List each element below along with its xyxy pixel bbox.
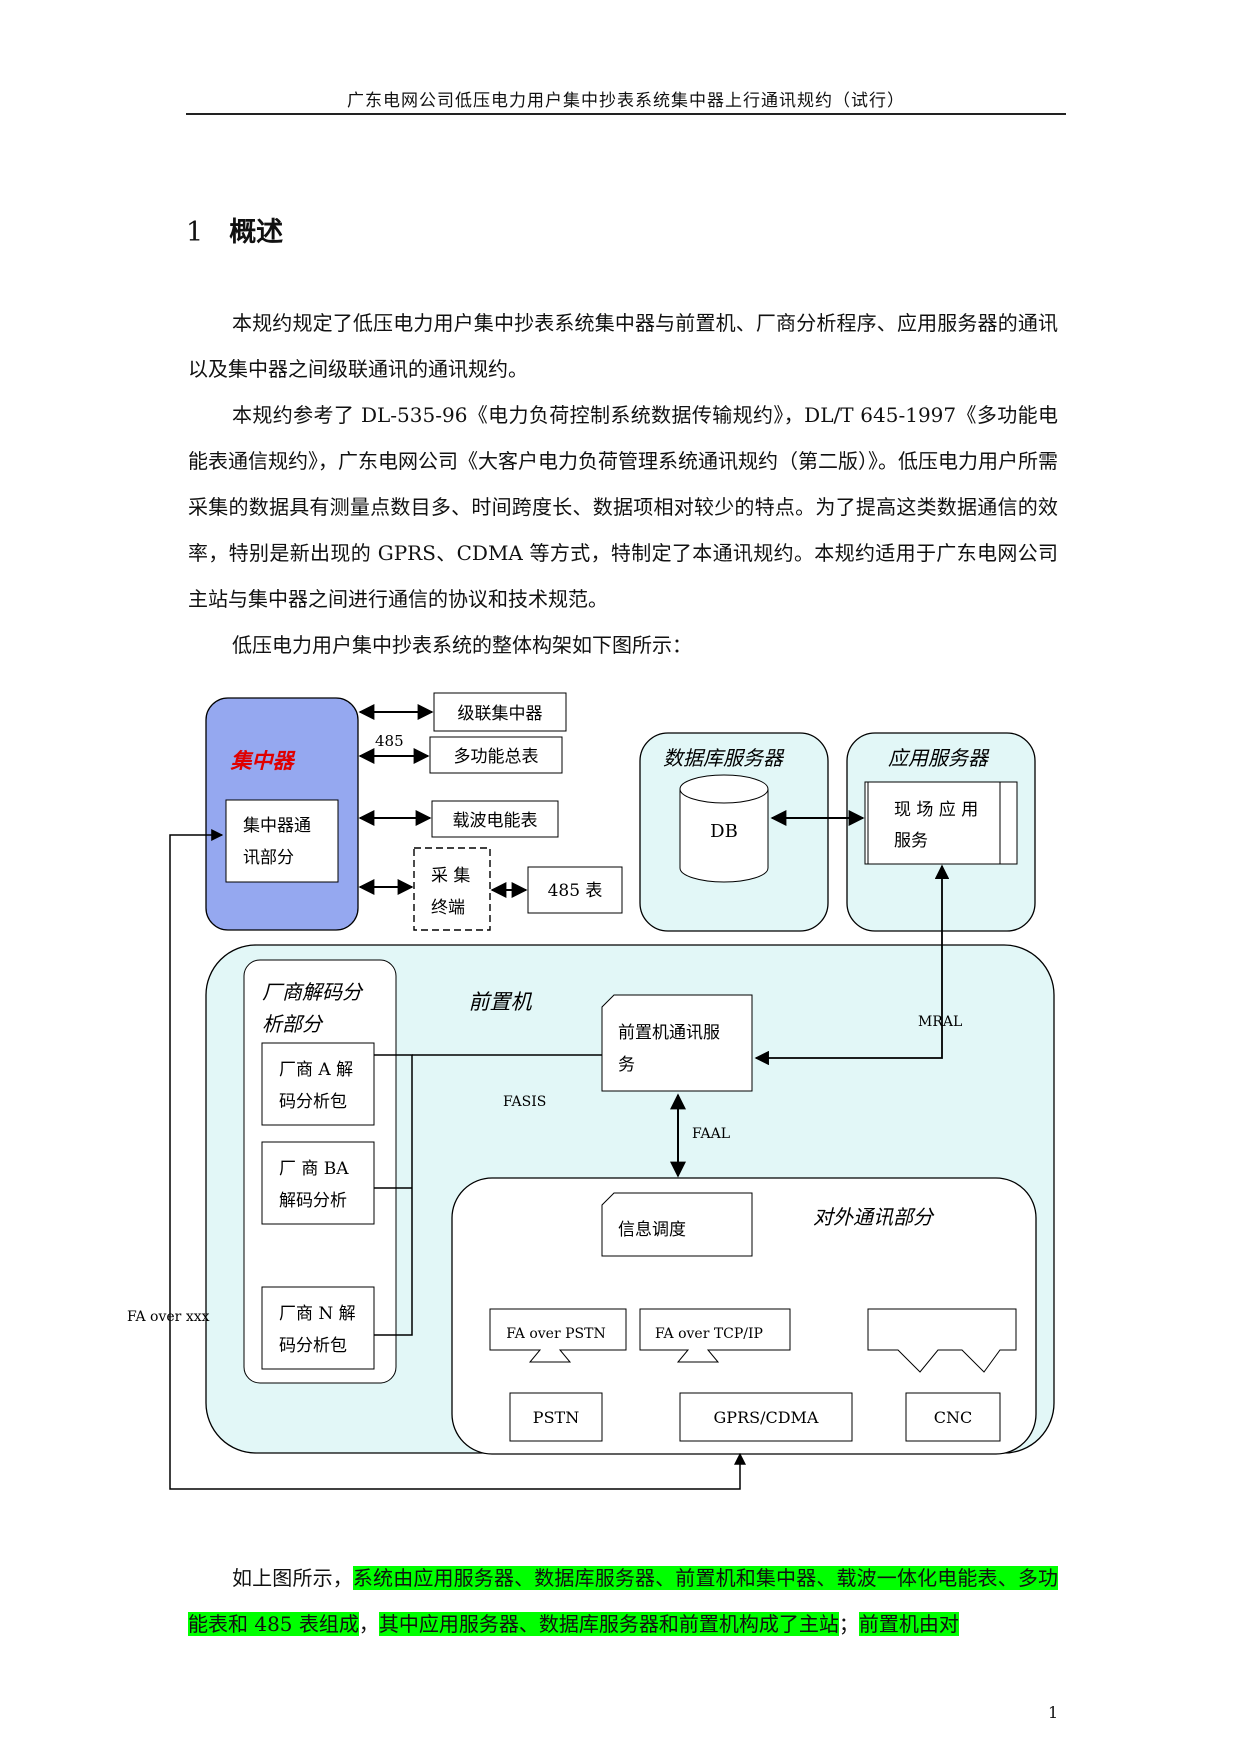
scheduling-label: 信息调度: [618, 1220, 686, 1240]
cascade-concentrator-label: 级联集中器: [458, 704, 543, 724]
paragraph-1: 本规约规定了低压电力用户集中抄表系统集中器与前置机、厂商分析程序、应用服务器的通…: [188, 311, 1058, 381]
db-label: DB: [710, 821, 738, 842]
vendor-ba-box: [261, 1141, 375, 1225]
arrow-fa-over-xxx: [169, 829, 746, 1490]
p4-prefix: 如上图所示，: [232, 1566, 353, 1590]
fe-comm-label-2: 务: [618, 1055, 635, 1075]
concentrator-comm-label-1: 集中器通: [243, 816, 311, 836]
frontend-label: 前置机: [469, 990, 533, 1014]
db-server-label: 数据库服务器: [663, 746, 785, 770]
p4-highlight-2: 其中应用服务器、数据库服务器和前置机构成了主站: [378, 1612, 839, 1636]
cascade-concentrator-box: [433, 692, 567, 732]
multifunction-meter-label: 多功能总表: [454, 747, 539, 767]
cnc-box: [905, 1392, 1001, 1442]
header-rule: [186, 113, 1066, 115]
page-number: 1: [1048, 1703, 1059, 1722]
body-text: 本规约规定了低压电力用户集中抄表系统集中器与前置机、厂商分析程序、应用服务器的通…: [188, 300, 1058, 668]
field-service-label-2: 服务: [894, 831, 928, 851]
meter-485-label: 485 表: [548, 881, 603, 901]
multifunction-meter-box: [429, 736, 563, 774]
cnc-protocol-box: [867, 1308, 1017, 1373]
vendor-a-label-1: 厂商 A 解: [279, 1060, 353, 1080]
fe-comm-box: [601, 994, 753, 1092]
section-heading: 1 概述: [186, 210, 283, 249]
vendor-ba-label-2: 解码分析: [279, 1191, 347, 1211]
field-service-box: [864, 781, 1018, 865]
collector-label-1: 采 集: [431, 866, 470, 886]
fasis-label: FASIS: [503, 1094, 546, 1110]
concentrator-comm-box: [225, 799, 339, 883]
fa-over-xxx-label: FA over xxx: [127, 1309, 210, 1325]
gprs-cdma-label: GPRS/CDMA: [714, 1408, 819, 1427]
arrow-mral: [754, 864, 950, 1066]
section-number: 1: [186, 217, 204, 248]
vendor-decode-label-2: 析部分: [262, 1012, 324, 1036]
concentrator-label: 集中器: [230, 748, 297, 773]
paragraph-3: 低压电力用户集中抄表系统的整体构架如下图所示：: [232, 633, 692, 657]
cnc-label: CNC: [934, 1408, 972, 1427]
vendor-n-label-2: 码分析包: [279, 1336, 347, 1356]
field-service-label-1: 现 场 应 用: [894, 800, 978, 820]
paragraph-4: 如上图所示，系统由应用服务器、数据库服务器、前置机和集中器、载波一体化电能表、多…: [188, 1555, 1059, 1647]
pstn-label: PSTN: [533, 1408, 579, 1427]
fa-tcpip-label: FA over TCP/IP: [655, 1326, 763, 1342]
carrier-meter-label: 载波电能表: [453, 811, 538, 831]
p4-mid: ，: [358, 1612, 379, 1636]
label-485: 485: [375, 732, 404, 750]
mral-label: MRAL: [918, 1014, 962, 1030]
p4-highlight-3: 前置机由对: [858, 1612, 959, 1636]
p4-sep: ；: [838, 1612, 859, 1636]
vendor-a-label-2: 码分析包: [279, 1092, 347, 1112]
paragraph-2: 本规约参考了 DL-535-96《电力负荷控制系统数据传输规约》，DL/T 64…: [188, 403, 1058, 611]
fe-comm-label-1: 前置机通讯服: [618, 1023, 720, 1043]
concentrator-comm-label-2: 讯部分: [243, 848, 294, 868]
faal-label: FAAL: [692, 1126, 730, 1142]
vendor-decode-label-1: 厂商解码分: [262, 980, 364, 1004]
vendor-a-box: [261, 1042, 375, 1126]
external-comm-label: 对外通讯部分: [813, 1205, 935, 1229]
section-title: 概述: [229, 217, 284, 248]
vendor-n-box: [261, 1286, 375, 1370]
collector-label-2: 终端: [431, 898, 465, 918]
app-server-label: 应用服务器: [888, 746, 990, 770]
body-text-continued: 如上图所示，系统由应用服务器、数据库服务器、前置机和集中器、载波一体化电能表、多…: [188, 1555, 1059, 1647]
vendor-ba-label-1: 厂 商 BA: [279, 1159, 349, 1179]
vendor-n-label-1: 厂商 N 解: [279, 1304, 356, 1324]
fa-pstn-label: FA over PSTN: [506, 1326, 605, 1342]
page-header: 广东电网公司低压电力用户集中抄表系统集中器上行通讯规约（试行）: [347, 91, 905, 111]
